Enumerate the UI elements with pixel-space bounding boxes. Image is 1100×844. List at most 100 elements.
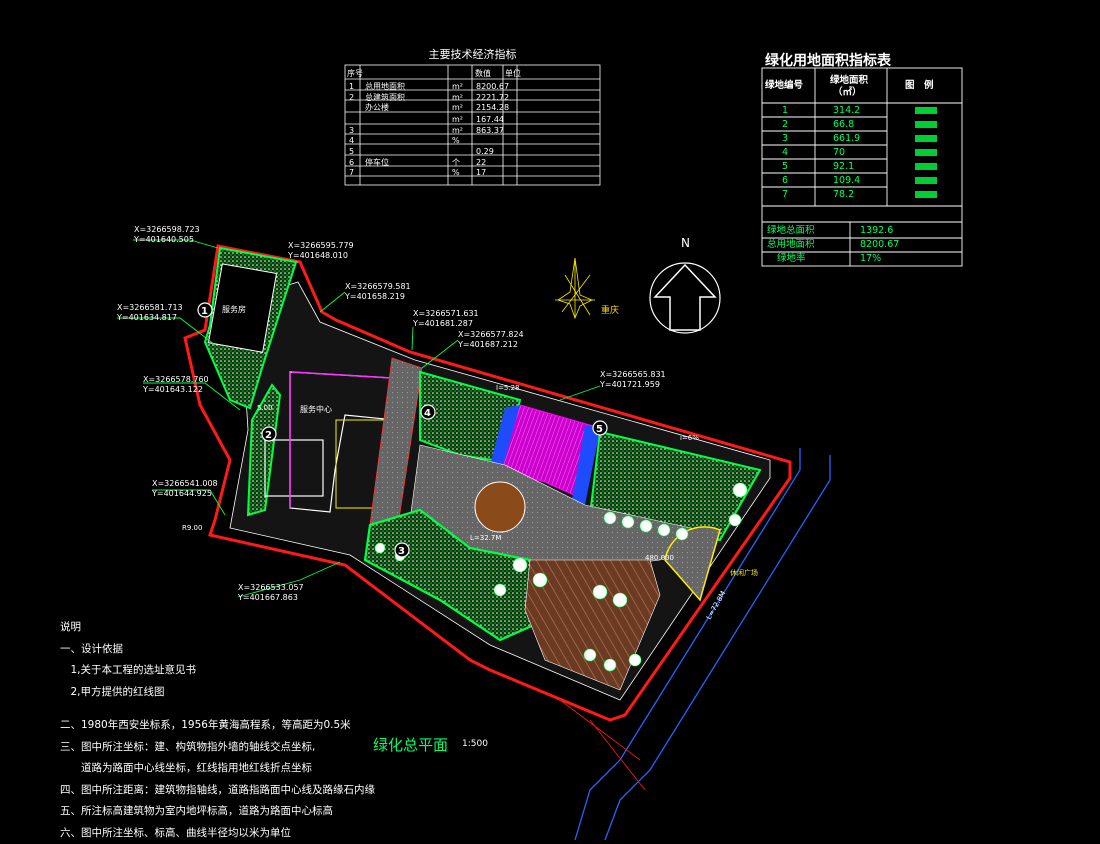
coordinate-y: Y=401634.817 bbox=[117, 313, 177, 322]
coordinate-x: X=3266565.831 bbox=[600, 370, 666, 379]
tech-cell-value: 167.44 bbox=[476, 115, 504, 124]
green-cell-no: 1 bbox=[782, 105, 789, 116]
coordinate-x: X=3266578.760 bbox=[143, 375, 209, 384]
tech-cell-unit: m² bbox=[452, 115, 463, 124]
coordinate-leaders bbox=[117, 239, 601, 598]
svg-text:5.00: 5.00 bbox=[257, 404, 273, 412]
green-cell-area: 92.1 bbox=[833, 161, 855, 172]
coordinate-x: X=3266595.779 bbox=[288, 241, 354, 250]
north-label: N bbox=[681, 236, 690, 250]
coordinate-x: X=3266533.057 bbox=[238, 583, 304, 592]
tech-cell-item: 总用地面积 bbox=[365, 82, 405, 91]
tech-cell-no: 7 bbox=[349, 168, 355, 177]
tech-cell-item: 总建筑面积 bbox=[365, 93, 405, 102]
tech-cell-no: 6 bbox=[349, 158, 355, 167]
tech-cell-value: 0.29 bbox=[476, 147, 494, 156]
tech-cell-unit: % bbox=[452, 136, 460, 145]
trees bbox=[374, 482, 748, 672]
svg-text:i=6%: i=6% bbox=[680, 434, 699, 442]
drawing-scale: 1:500 bbox=[462, 739, 488, 749]
external-road bbox=[574, 448, 831, 841]
svg-text:服务中心: 服务中心 bbox=[300, 404, 332, 414]
tech-cell-value: 863.37 bbox=[476, 126, 504, 135]
notes-line: 道路为路面中心线坐标，红线指用地红线折点坐标 bbox=[60, 762, 312, 774]
wind-rose-icon bbox=[555, 257, 595, 320]
green-header-unit: （㎡） bbox=[833, 87, 862, 98]
green-summary-label: 绿地总面积 bbox=[767, 225, 815, 236]
green-zone-4 bbox=[419, 370, 522, 464]
tech-cell-value: 22 bbox=[476, 158, 487, 167]
svg-text:服务房: 服务房 bbox=[222, 304, 246, 314]
coordinate-x: X=3266571.631 bbox=[413, 309, 479, 318]
green-cell-area: 66.8 bbox=[833, 119, 855, 130]
coordinate-y: Y=401687.212 bbox=[458, 340, 518, 349]
coordinate-y: Y=401640.505 bbox=[134, 235, 194, 244]
legend-swatches bbox=[915, 107, 937, 198]
notes-line bbox=[60, 703, 375, 715]
notes-line: 2,甲方提供的红线图 bbox=[60, 685, 165, 698]
svg-text:1: 1 bbox=[201, 306, 208, 317]
tech-cell-value: 2154.28 bbox=[476, 103, 510, 112]
site-boundary-redline bbox=[183, 244, 792, 722]
green-summary-value: 1392.6 bbox=[860, 225, 894, 236]
drawing-title: 绿化总平面 bbox=[373, 736, 449, 754]
notes-line: 1,关于本工程的选址意见书 bbox=[60, 664, 197, 676]
tech-cell-unit: m² bbox=[452, 103, 463, 112]
tech-cell-value: 2221.72 bbox=[476, 93, 510, 102]
tech-cell-no: 3 bbox=[349, 126, 355, 135]
tech-header-value: 数值 bbox=[475, 69, 491, 78]
green-cell-no: 6 bbox=[782, 175, 789, 186]
tech-table-grid bbox=[344, 64, 601, 186]
svg-text:480.000: 480.000 bbox=[645, 554, 674, 562]
svg-text:休闲广场: 休闲广场 bbox=[730, 568, 758, 577]
svg-text:R9.00: R9.00 bbox=[182, 524, 202, 532]
tech-cell-unit: 个 bbox=[452, 158, 460, 167]
green-header-area: 绿地面积 bbox=[830, 75, 869, 86]
green-table-title: 绿化用地面积指标表 bbox=[765, 53, 891, 69]
green-zone-5 bbox=[588, 430, 762, 542]
tech-cell-no: 5 bbox=[349, 147, 355, 156]
tech-cell-unit: m² bbox=[452, 126, 463, 135]
coordinate-x: X=3266598.723 bbox=[134, 225, 200, 234]
coordinate-y: Y=401681.287 bbox=[413, 319, 473, 328]
green-cell-area: 70 bbox=[833, 147, 846, 158]
green-summary-value: 8200.67 bbox=[860, 239, 900, 250]
green-zone-2 bbox=[246, 383, 282, 517]
coordinate-y: Y=401667.863 bbox=[238, 593, 298, 602]
notes-line: 四、图中所注距离：建筑物指轴线，道路指路面中心线及路缘石内缘 bbox=[60, 783, 375, 796]
city-label: 重庆 bbox=[601, 306, 620, 316]
tech-cell-unit: % bbox=[452, 168, 460, 177]
coordinate-y: Y=401658.219 bbox=[345, 292, 405, 301]
semicircle-plaza bbox=[664, 526, 721, 602]
tech-cell-no: 4 bbox=[349, 136, 355, 145]
plaza-fountain bbox=[474, 481, 526, 533]
green-cell-no: 3 bbox=[782, 133, 789, 144]
tech-cell-item: 停车位 bbox=[365, 158, 389, 167]
tech-header-no: 序号 bbox=[347, 69, 363, 78]
green-cell-area: 661.9 bbox=[833, 133, 861, 144]
green-cell-no: 2 bbox=[782, 119, 789, 130]
tech-header-unit: 单位 bbox=[505, 69, 521, 78]
svg-text:L=32.7M: L=32.7M bbox=[470, 534, 501, 542]
green-header-legend: 图 例 bbox=[905, 80, 934, 91]
north-arrow-icon bbox=[649, 262, 721, 334]
zone-numbers: 1 2 3 4 5 bbox=[201, 306, 603, 557]
coordinate-x: X=3266577.824 bbox=[458, 330, 524, 339]
notes-line: 一、设计依据 bbox=[60, 642, 123, 655]
svg-text:2: 2 bbox=[265, 430, 272, 441]
tech-table-title: 主要技术经济指标 bbox=[428, 48, 517, 61]
green-cell-no: 5 bbox=[782, 161, 789, 172]
design-notes: 说明 一、设计依据 1,关于本工程的选址意见书 2,甲方提供的红线图 二、198… bbox=[60, 617, 375, 844]
zone-markers bbox=[197, 302, 608, 558]
tech-cell-value: 8200.67 bbox=[476, 82, 510, 91]
coordinate-x: X=3266541.008 bbox=[152, 479, 218, 488]
tech-cell-unit: m² bbox=[452, 82, 463, 91]
tech-cell-unit: m² bbox=[452, 93, 463, 102]
green-cell-no: 4 bbox=[782, 147, 789, 158]
notes-heading: 说明 bbox=[60, 621, 81, 633]
green-header-no: 绿地编号 bbox=[765, 80, 804, 91]
coordinate-x: X=3266579.581 bbox=[345, 282, 411, 291]
green-summary-label: 总用地面积 bbox=[767, 239, 815, 250]
svg-text:4: 4 bbox=[424, 408, 431, 419]
